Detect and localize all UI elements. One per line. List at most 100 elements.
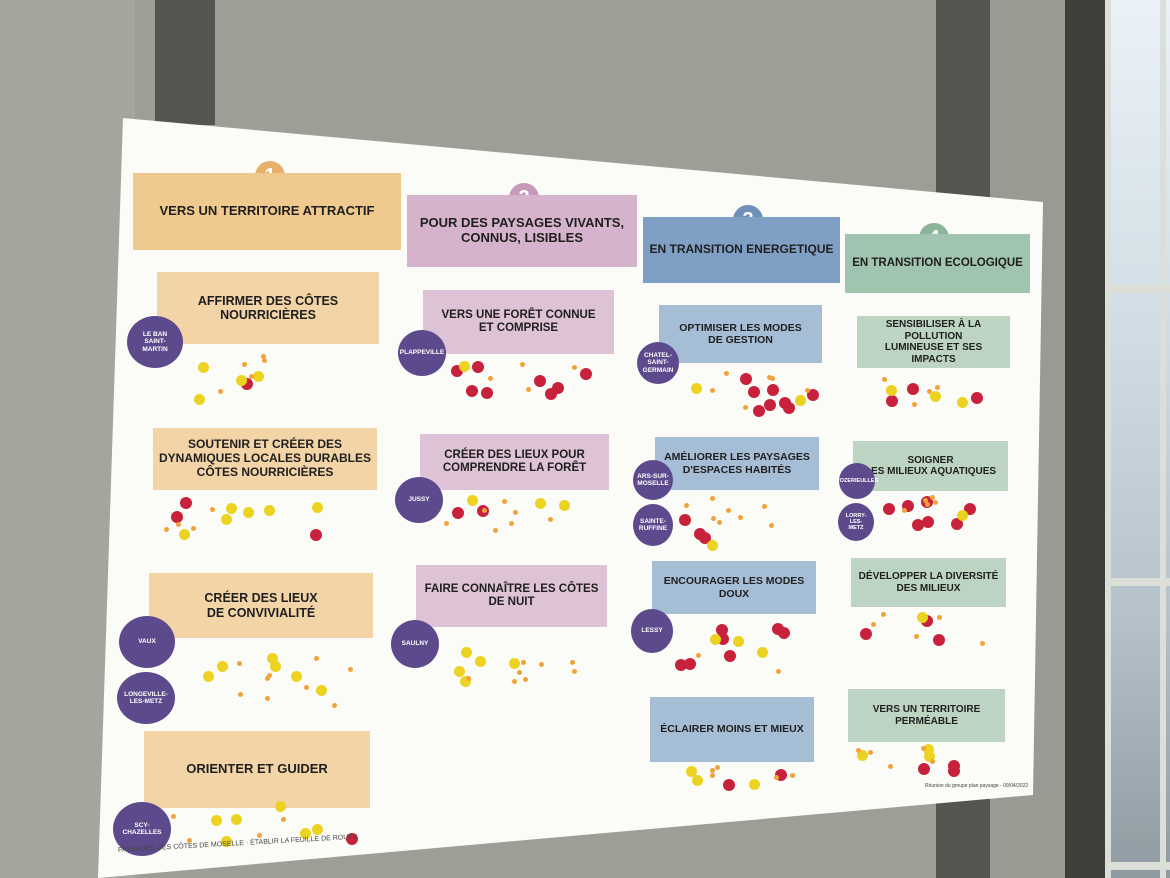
commune-badge: LE BAN SAINT- MARTIN	[127, 316, 183, 368]
vote-sticker-red	[886, 395, 899, 408]
vote-sticker-yellow	[312, 824, 323, 836]
vote-sticker-orange	[217, 389, 223, 395]
vote-sticker-yellow	[460, 675, 472, 687]
vote-sticker-orange	[571, 364, 577, 370]
vote-sticker-orange	[262, 357, 268, 363]
vote-sticker-yellow	[922, 744, 934, 756]
window	[1105, 0, 1170, 878]
vote-sticker-orange	[920, 746, 926, 752]
vote-sticker-orange	[711, 515, 717, 521]
vote-sticker-red	[533, 375, 546, 387]
vote-sticker-yellow	[178, 529, 190, 541]
vote-sticker-orange	[256, 833, 262, 839]
vote-sticker-orange	[887, 763, 893, 769]
vote-sticker-yellow	[857, 749, 869, 761]
vote-sticker-orange	[265, 676, 271, 682]
theme-4-header: EN TRANSITION ECOLOGIQUE	[845, 234, 1030, 293]
commune-badge: ARS-SUR- MOSELLE	[633, 460, 673, 500]
vote-sticker-orange	[265, 695, 271, 701]
commune-badge: PLAPPEVILLE	[398, 330, 446, 376]
commune-badge: LESSY	[631, 609, 673, 653]
vote-sticker-yellow	[275, 800, 287, 812]
vote-sticker-red	[917, 763, 930, 776]
action-box: CRÉER DES LIEUX POUR COMPRENDRE LA FORÊT	[420, 434, 609, 490]
action-box: SOIGNER LES MILIEUX AQUATIQUES	[853, 441, 1008, 491]
vote-sticker-orange	[790, 773, 796, 779]
vote-sticker-yellow	[957, 396, 969, 408]
vote-sticker-red	[766, 383, 779, 396]
vote-sticker-yellow	[235, 375, 247, 387]
vote-sticker-red	[465, 385, 478, 398]
window-mullion	[1105, 862, 1170, 870]
vote-sticker-yellow	[467, 495, 479, 507]
action-box: FAIRE CONNAÎTRE LES CÔTES DE NUIT	[416, 565, 607, 627]
vote-sticker-red	[860, 628, 873, 641]
window-mullion	[1105, 0, 1111, 878]
vote-sticker-orange	[517, 669, 523, 675]
action-box: AFFIRMER DES CÔTES NOURRICIÈRES	[157, 272, 379, 344]
vote-sticker-orange	[709, 496, 715, 502]
vote-sticker-red	[678, 514, 691, 527]
vote-sticker-yellow	[929, 390, 941, 402]
vote-sticker-orange	[804, 388, 810, 393]
vote-sticker-red	[907, 383, 920, 396]
vote-sticker-red	[740, 372, 753, 385]
vote-sticker-orange	[696, 653, 702, 659]
vote-sticker-orange	[548, 517, 554, 523]
action-box: VERS UNE FORÊT CONNUE ET COMPRISE	[423, 290, 614, 354]
vote-sticker-orange	[303, 684, 309, 690]
vote-sticker-yellow	[231, 813, 243, 825]
commune-badge: JUSSY	[395, 477, 443, 523]
vote-sticker-yellow	[300, 828, 312, 839]
vote-sticker-orange	[492, 527, 498, 533]
vote-sticker-red	[683, 658, 696, 671]
vote-sticker-red	[452, 507, 465, 520]
vote-sticker-yellow	[210, 814, 222, 826]
vote-sticker-red	[179, 496, 192, 509]
vote-sticker-orange	[717, 520, 723, 526]
commune-badge: LONGEVILLE- LES-METZ	[117, 672, 175, 724]
vote-sticker-orange	[539, 662, 545, 668]
vote-sticker-yellow	[216, 660, 228, 672]
vote-sticker-yellow	[202, 671, 214, 683]
action-box: AMÉLIORER LES PAYSAGES D'ESPACES HABITÉS	[655, 437, 819, 490]
vote-sticker-yellow	[885, 384, 897, 396]
vote-sticker-orange	[502, 498, 508, 504]
vote-sticker-orange	[482, 507, 488, 513]
vote-sticker-orange	[773, 774, 779, 780]
vote-sticker-yellow	[707, 540, 719, 552]
vote-sticker-orange	[511, 678, 517, 684]
vote-sticker-orange	[880, 612, 886, 618]
vote-sticker-yellow	[291, 670, 303, 682]
vote-sticker-orange	[513, 509, 519, 515]
vote-sticker-orange	[768, 523, 774, 529]
vote-sticker-yellow	[267, 653, 279, 665]
vote-sticker-orange	[522, 676, 528, 682]
vote-sticker-red	[309, 528, 322, 541]
vote-sticker-orange	[267, 673, 273, 679]
window-mullion	[1105, 285, 1170, 293]
vote-sticker-orange	[509, 520, 515, 526]
vote-sticker-orange	[924, 502, 930, 508]
action-box: SOUTENIR ET CRÉER DES DYNAMIQUES LOCALES…	[153, 428, 377, 490]
theme-2-header: POUR DES PAYSAGES VIVANTS, CONNUS, LISIB…	[407, 195, 637, 267]
vote-sticker-yellow	[198, 362, 210, 374]
vote-sticker-orange	[281, 816, 287, 822]
vote-sticker-orange	[176, 522, 182, 528]
vote-sticker-orange	[171, 813, 177, 819]
vote-sticker-orange	[926, 389, 932, 395]
vote-sticker-red	[764, 399, 777, 412]
vote-sticker-red	[921, 516, 934, 529]
action-box: DÉVELOPPER LA DIVERSITÉ DES MILIEUX	[851, 558, 1006, 607]
vote-sticker-red	[971, 392, 984, 405]
vote-sticker-yellow	[534, 498, 546, 510]
vote-sticker-yellow	[459, 360, 471, 372]
vote-sticker-red	[170, 510, 183, 523]
vote-sticker-orange	[724, 370, 730, 376]
vote-sticker-yellow	[748, 779, 760, 791]
vote-sticker-orange	[856, 748, 862, 754]
vote-sticker-yellow	[757, 646, 769, 658]
vote-sticker-orange	[347, 666, 353, 672]
vote-sticker-yellow	[691, 382, 703, 394]
